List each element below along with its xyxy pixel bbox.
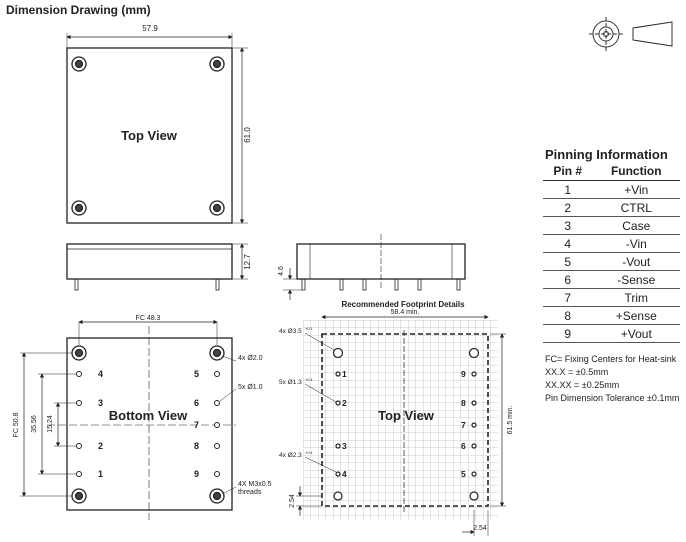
top-view-label: Top View <box>121 128 178 143</box>
footprint-hole-note: 4x Ø3.5 <box>279 328 302 335</box>
side-view-left <box>66 243 248 291</box>
function-column-header: Function <box>592 164 680 181</box>
footprint-pin-label: 2 <box>342 398 347 408</box>
bottom-hole-note: 4x Ø2.0 <box>238 355 263 362</box>
pinning-panel: Pinning Information Pin # Function 1+Vin… <box>543 147 680 343</box>
bottom-pin-label: 5 <box>194 369 199 379</box>
bottom-view <box>20 319 237 520</box>
pin-function-cell: CTRL <box>592 198 680 217</box>
pin-function-cell: +Vout <box>592 324 680 343</box>
footprint-hole-note: 5x Ø1.3 <box>279 379 302 386</box>
pin-function-cell: Trim <box>592 288 680 307</box>
pin-function-cell: -Vout <box>592 252 680 271</box>
footprint-tolerance: +0.1 <box>305 377 314 382</box>
pin-function-cell: +Vin <box>592 180 680 199</box>
pin-number-cell: 7 <box>543 288 593 307</box>
footprint-pin-label: 8 <box>461 398 466 408</box>
table-row: 5-Vout <box>543 252 680 271</box>
footprint-pin-label: 9 <box>461 369 466 379</box>
note-line: XX.X = ±0.5mm <box>545 367 609 377</box>
table-row: 6-Sense <box>543 270 680 289</box>
bottom-fc-width: FC 48.3 <box>136 315 161 322</box>
bottom-thread-note-2: threads <box>238 489 262 496</box>
footprint-pin-label: 3 <box>342 441 347 451</box>
pin-number-cell: 9 <box>543 324 593 343</box>
footprint-pin-label: 4 <box>342 469 347 479</box>
footprint-tolerance: +0.1 <box>305 326 314 331</box>
top-view <box>66 33 248 224</box>
note-line: Pin Dimension Tolerance ±0.1mm <box>545 393 680 403</box>
pin-number-cell: 6 <box>543 270 593 289</box>
bottom-pin-label: 8 <box>194 441 199 451</box>
table-row: 9+Vout <box>543 324 680 343</box>
pin-function-cell: -Vin <box>592 234 680 253</box>
bottom-pin-label: 6 <box>194 398 199 408</box>
table-row: 1+Vin <box>543 180 680 199</box>
note-line: FC= Fixing Centers for Heat-sink <box>545 354 677 364</box>
pin-function-cell: -Sense <box>592 270 680 289</box>
top-view-width-dim: 57.9 <box>142 24 158 33</box>
table-row: 8+Sense <box>543 306 680 325</box>
side-height-dim: 12.7 <box>243 254 252 270</box>
pin-number-cell: 4 <box>543 234 593 253</box>
pin-number-cell: 2 <box>543 198 593 217</box>
notes: FC= Fixing Centers for Heat-sink XX.X = … <box>545 353 679 405</box>
footprint-height-dim: 61.5 min. <box>507 406 514 435</box>
bottom-dim-35-56: 35.56 <box>31 415 38 433</box>
pin-number-cell: 8 <box>543 306 593 325</box>
footprint-tolerance: +0.1 <box>305 450 314 455</box>
footprint-width-dim: 58.4 min. <box>391 309 420 316</box>
pin-function-cell: Case <box>592 216 680 235</box>
footprint-pin-label: 6 <box>461 441 466 451</box>
pin-column-header: Pin # <box>543 164 593 181</box>
bottom-pin-label: 2 <box>98 441 103 451</box>
footprint-heading: Recommended Footprint Details <box>341 300 465 309</box>
footprint-pin-label: 7 <box>461 420 466 430</box>
footprint-hole-note: 4x Ø2.3 <box>279 452 302 459</box>
side-view-right <box>283 234 466 300</box>
pin-number-cell: 5 <box>543 252 593 271</box>
footprint-view-label: Top View <box>378 408 435 423</box>
note-line: XX.XX = ±0.25mm <box>545 380 620 390</box>
bottom-pin-label: 3 <box>98 398 103 408</box>
bottom-pin-label: 9 <box>194 469 199 479</box>
bottom-view-label: Bottom View <box>109 408 188 423</box>
table-row: 4-Vin <box>543 234 680 253</box>
footprint-pin-label: 1 <box>342 369 347 379</box>
drawing-title: Dimension Drawing (mm) <box>6 3 151 17</box>
pin-number-cell: 3 <box>543 216 593 235</box>
bottom-pin-note: 5x Ø1.0 <box>238 384 263 391</box>
bottom-thread-note-1: 4X M3x0.5 <box>238 481 272 488</box>
bottom-pin-label: 1 <box>98 469 103 479</box>
footprint-pitch-h: 2.54 <box>473 525 487 532</box>
pin-number-cell: 1 <box>543 180 593 199</box>
bottom-dim-15-24: 15.24 <box>47 415 54 433</box>
bottom-pin-label: 7 <box>194 420 199 430</box>
pin-function-cell: +Sense <box>592 306 680 325</box>
bottom-pin-label: 4 <box>98 369 103 379</box>
top-view-height-dim: 61.0 <box>243 127 252 143</box>
footprint-grid <box>296 314 506 536</box>
pin-length-dim: 4.6 <box>278 266 285 276</box>
projection-symbol-icon <box>589 17 673 51</box>
footprint-pin-label: 5 <box>461 469 466 479</box>
footprint-pitch-v: 2.54 <box>289 494 296 508</box>
bottom-fc-height: FC 50.8 <box>13 412 20 437</box>
pinning-heading: Pinning Information <box>545 147 668 162</box>
